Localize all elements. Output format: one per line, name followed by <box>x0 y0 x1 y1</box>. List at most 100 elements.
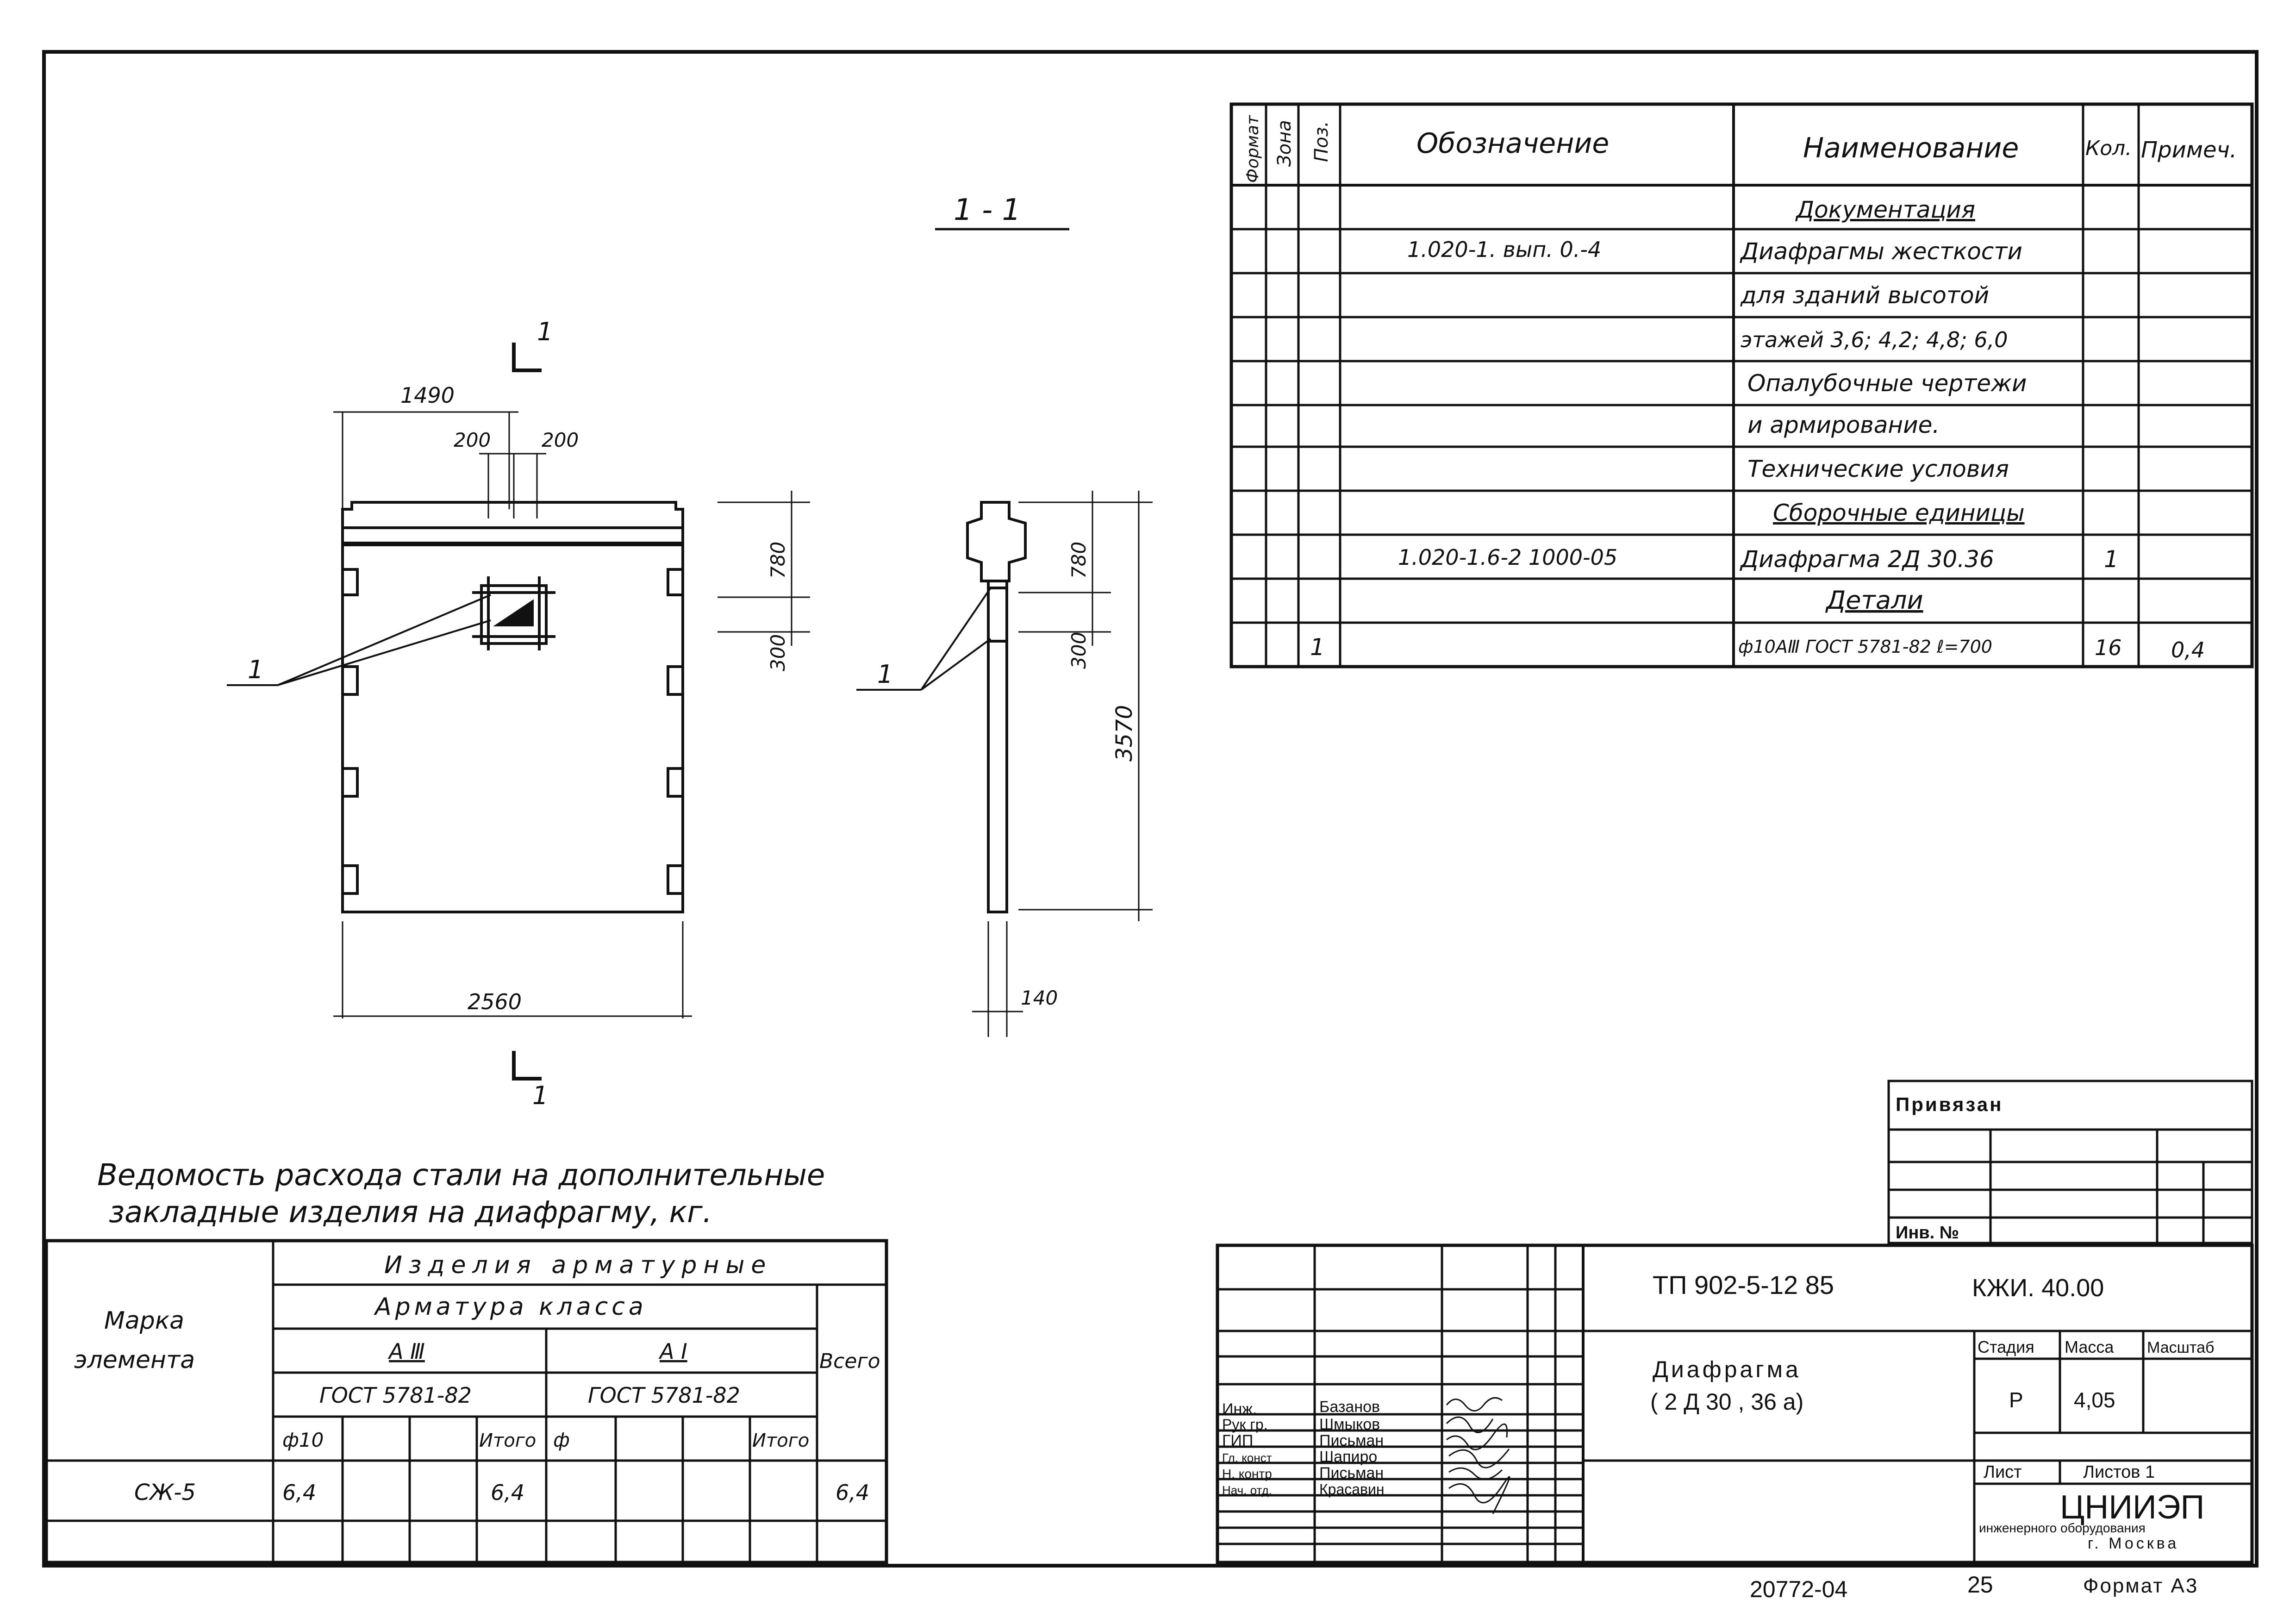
spec-row-qty: 16 <box>2095 635 2122 660</box>
steel-group-header: Изделия арматурные <box>384 1251 772 1279</box>
organization-subtitle: инженерного оборудования <box>1979 1521 2146 1535</box>
steel-row-phi10: 6,4 <box>282 1480 316 1505</box>
signatures <box>1446 1397 1510 1514</box>
steel-title-line2: закладные изделия на диафрагму, кг. <box>109 1195 712 1230</box>
archive-number: 20772-04 <box>1750 1576 1847 1602</box>
staff-name: Базанов <box>1319 1398 1380 1416</box>
spec-row-name: Диафрагма 2Д 30.36 <box>1740 546 1994 573</box>
callout-label-section: 1 <box>877 660 893 689</box>
section-dimensions <box>972 491 1153 1037</box>
dim-1490: 1490 <box>400 383 455 408</box>
mass-header: Масса <box>2065 1337 2114 1356</box>
staff-role: Рук гр. <box>1222 1416 1268 1433</box>
spec-header-designation: Обозначение <box>1416 127 1609 160</box>
callout-label-elevation: 1 <box>248 655 263 684</box>
privyazan-grid <box>1887 1080 2253 1244</box>
sheet-frame <box>42 50 2259 1568</box>
staff-role: Н. контр <box>1222 1467 1272 1481</box>
staff-role: ГИП <box>1222 1432 1253 1449</box>
spec-row-name: Диафрагмы жесткости <box>1740 238 2022 265</box>
spec-header-note: Примеч. <box>2141 137 2237 163</box>
steel-class-header: Арматура класса <box>374 1293 647 1321</box>
dim-300-section: 300 <box>1067 632 1090 669</box>
stage-value: Р <box>2009 1388 2023 1412</box>
spec-row-qty: 1 <box>2104 546 2119 573</box>
spec-table-grid <box>1229 102 2254 668</box>
steel-mark-header: элемента <box>74 1346 195 1374</box>
privyazan-label: Привязан <box>1896 1093 2003 1115</box>
steel-itogo-header: Итого <box>752 1430 809 1451</box>
steel-a1-header: А Ⅰ <box>658 1339 687 1364</box>
mass-value: 4,05 <box>2074 1388 2115 1412</box>
page-number: 25 <box>1967 1572 1993 1598</box>
organization-name: ЦНИИЭП <box>2060 1489 2204 1526</box>
sheets-label: Листов 1 <box>2083 1462 2155 1482</box>
steel-gost-a3: ГОСТ 5781-82 <box>319 1383 472 1408</box>
spec-row-note: 0,4 <box>2171 637 2205 662</box>
drawing-name-line2: ( 2 Д 30 , 36 а) <box>1650 1389 1803 1415</box>
drawing-name-line1: Диафрагма <box>1653 1356 1801 1382</box>
stage-header: Стадия <box>1978 1337 2034 1356</box>
dim-200-left: 200 <box>454 429 491 451</box>
staff-role: Гл. конст <box>1222 1451 1272 1465</box>
sheet-label: Лист <box>1984 1462 2022 1482</box>
spec-row-name: Документация <box>1795 196 1975 223</box>
spec-row-name: Сборочные единицы <box>1773 500 2025 526</box>
inventory-number-label: Инв. № <box>1896 1223 1959 1243</box>
staff-name: Красавин <box>1319 1481 1385 1498</box>
dim-300: 300 <box>767 634 789 671</box>
spec-row-pos: 1 <box>1310 634 1325 661</box>
spec-row-designation: 1.020-1. вып. 0.-4 <box>1407 237 1601 262</box>
scale-header: Масштаб <box>2147 1339 2214 1356</box>
steel-gost-a1: ГОСТ 5781-82 <box>588 1383 740 1408</box>
staff-role: Инж. <box>1222 1400 1257 1418</box>
elevation-dimensions <box>333 411 810 1018</box>
steel-table-grid <box>44 1239 888 1564</box>
spec-row-name: ф10АⅢ ГОСТ 5781-82 ℓ=700 <box>1738 637 1992 657</box>
dim-140: 140 <box>1021 987 1058 1009</box>
steel-total-header: Всего <box>819 1349 880 1373</box>
spec-row-name: для зданий высотой <box>1740 282 1989 309</box>
spec-row-name: этажей 3,6; 4,2; 4,8; 6,0 <box>1741 327 2008 352</box>
section-cut-marks <box>512 228 1069 1081</box>
project-number: ТП 902-5-12 85 <box>1653 1270 1834 1299</box>
cut-mark-label-bottom: 1 <box>532 1081 548 1110</box>
spec-row-name: Технические условия <box>1747 456 2009 482</box>
dim-780-section: 780 <box>1067 542 1090 579</box>
steel-a3-header: А Ⅲ <box>387 1339 425 1364</box>
dim-200-right: 200 <box>542 429 579 451</box>
organization-city: г. Москва <box>2088 1535 2179 1552</box>
elevation-view <box>341 501 684 913</box>
spec-header-zone: Зона <box>1274 120 1295 167</box>
staff-name: Шапиро <box>1319 1448 1377 1466</box>
spec-header-qty: Кол. <box>2085 137 2132 160</box>
spec-row-name: Опалубочные чертежи <box>1747 370 2027 397</box>
dim-3570: 3570 <box>1111 705 1137 762</box>
titleblock-grid <box>1216 1243 2254 1564</box>
dim-2560: 2560 <box>468 989 522 1014</box>
steel-itogo-header: Итого <box>479 1430 536 1451</box>
spec-row-name: Детали <box>1825 586 1923 615</box>
steel-phi-header: ф <box>553 1429 570 1451</box>
staff-name: Письман <box>1319 1432 1384 1449</box>
staff-name: Шмыков <box>1319 1416 1380 1433</box>
sheet-format: Формат А3 <box>2083 1574 2198 1597</box>
spec-header-name: Наименование <box>1803 132 2019 164</box>
dim-780: 780 <box>767 542 789 579</box>
steel-phi10-header: ф10 <box>282 1429 324 1451</box>
section-view <box>966 501 1027 913</box>
spec-header-format: Формат <box>1243 115 1262 183</box>
spec-row-name: и армирование. <box>1747 412 1940 438</box>
steel-row-mark: СЖ-5 <box>134 1480 196 1505</box>
spec-header-pos: Поз. <box>1311 121 1332 162</box>
section-title: 1 - 1 <box>954 193 1021 227</box>
staff-role: Нач. отд. <box>1222 1483 1272 1497</box>
cut-mark-label-top: 1 <box>537 317 553 346</box>
drawing-code: КЖИ. 40.00 <box>1972 1274 2104 1302</box>
steel-title-line1: Ведомость расхода стали на дополнительны… <box>97 1158 825 1193</box>
steel-mark-header: Марка <box>104 1307 184 1335</box>
spec-row-designation: 1.020-1.6-2 1000-05 <box>1398 545 1617 570</box>
steel-row-itogo: 6,4 <box>491 1480 524 1505</box>
steel-row-total: 6,4 <box>836 1480 869 1505</box>
